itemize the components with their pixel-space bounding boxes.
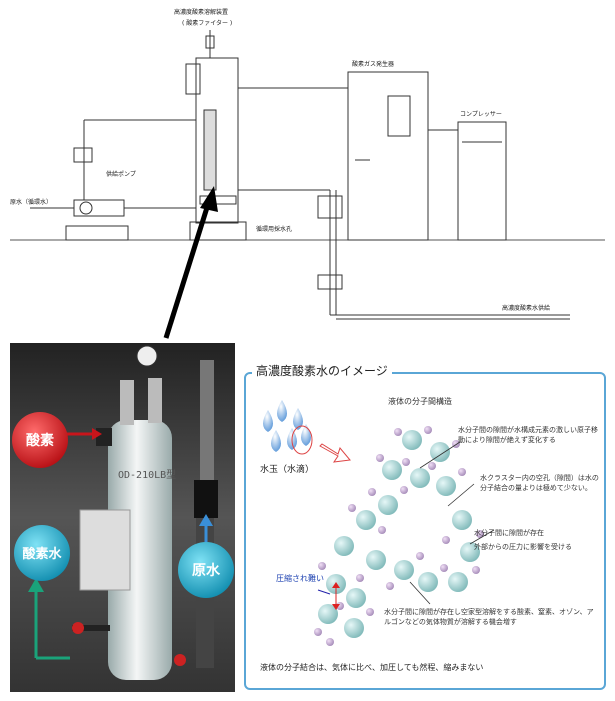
feed-pump [30,87,570,320]
dissolver-title: 高濃度酸素溶解装置 [174,8,228,16]
badge-raw-water: 原水 [192,563,220,579]
note-gap-change: 水分子間の隙間が水構成元素の激しい原子移動により隙間が絶えず変化する [458,426,598,444]
pressure-label: 圧縮され難い [276,574,324,583]
note-gas-dissolution: 水分子間に隙間が存在し空家型溶解をする酸素、窒素、オゾン、アルゴンなどの気体物質… [384,608,594,626]
dissolver-subtitle: ( 酸素ファイター ) [182,19,232,27]
output-line-label: 高濃度酸素水供給 [502,304,550,312]
drain-outlet-label: 循環用採水孔 [256,225,292,233]
note-cluster-voids: 水クラスター内の空孔（隙間）は水の分子結合の量よりは極めて少ない。 [480,474,599,492]
footer-note: 液体の分子結合は、気体に比べ、加圧しても然程、縮みまない [260,663,484,672]
note-gap-exists: 水分子間に隙間が存在 [474,529,544,537]
image-panel-subtitle: 液体の分子間構造 [388,397,452,406]
o2-generator-label: 酸素ガス発生器 [352,60,394,68]
feed-pump-label: 供給ポンプ [106,170,136,178]
compressor [428,121,507,241]
note-pressure-effect: 外部からの圧力に影響を受ける [474,543,572,551]
o2-generator [347,71,429,241]
image-panel-title: 高濃度酸素水のイメージ [252,362,392,379]
schematic-diagram: 高濃度酸素溶解装置 ( 酸素ファイター ) 酸素ガス発生器 コンプレッサー 供給… [10,8,605,320]
raw-water-label: 原水（循環水） [10,198,52,206]
compressor-label: コンプレッサー [460,111,502,118]
droplet-label: 水玉（水滴） [260,465,315,475]
badge-oxygen: 酸素 [26,433,54,449]
badge-oxygen-water: 酸素水 [22,547,62,562]
dissolver-tank [185,30,247,241]
image-panel-frame [244,372,606,690]
nameplate: OD-210LB型 [118,470,177,481]
